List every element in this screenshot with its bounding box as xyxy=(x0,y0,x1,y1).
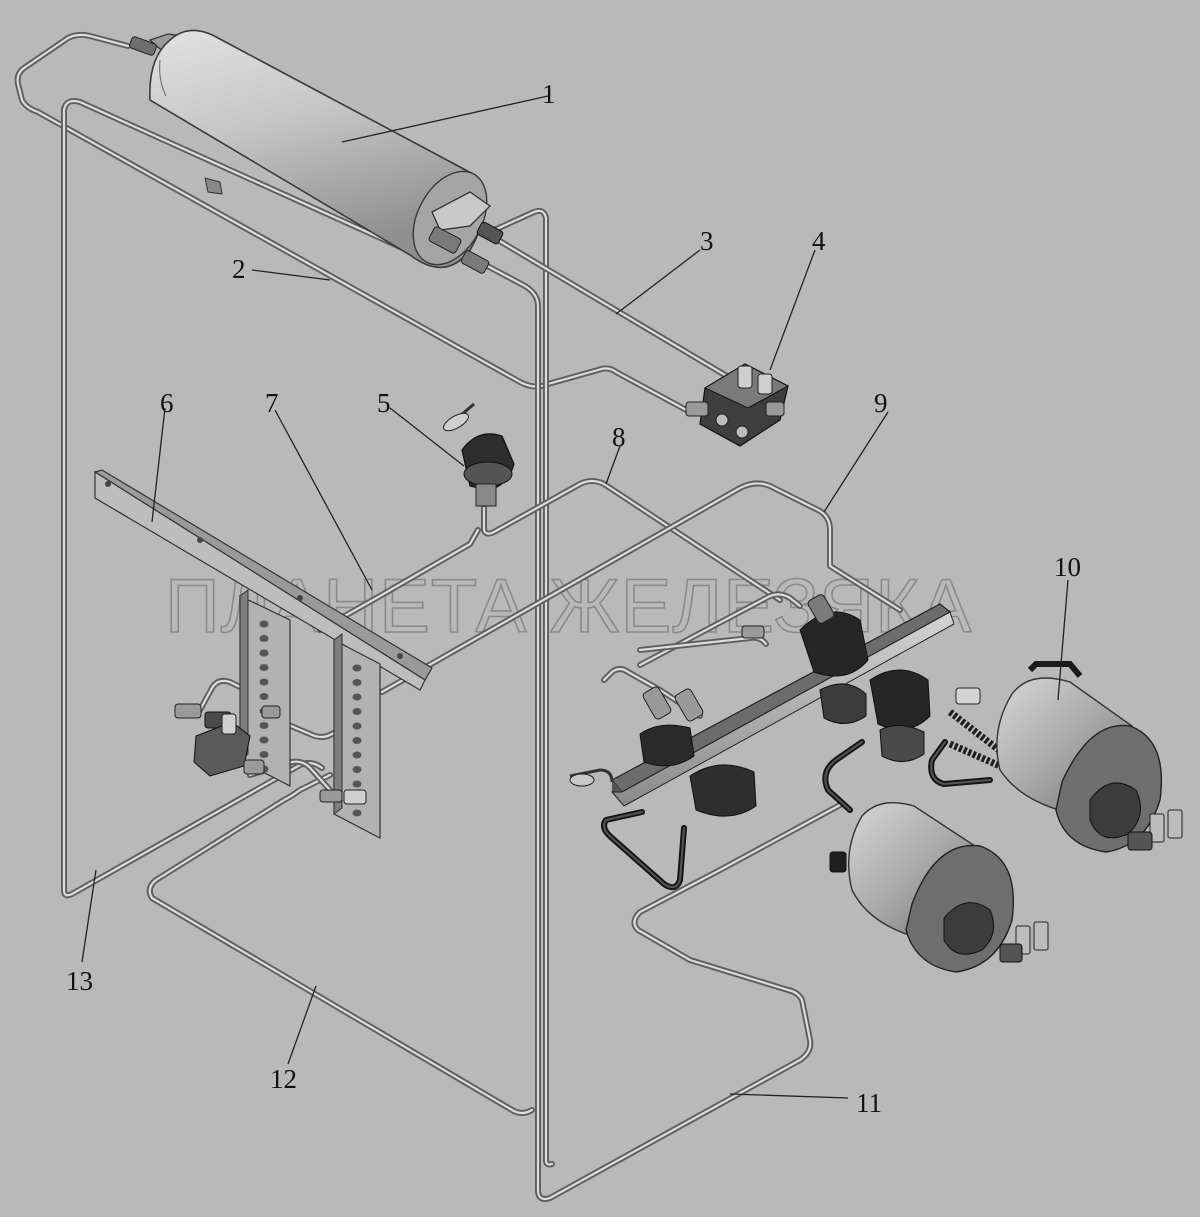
callout-11: 11 xyxy=(856,1088,882,1118)
callout-2: 2 xyxy=(232,254,246,284)
callout-3: 3 xyxy=(700,226,714,256)
callout-6: 6 xyxy=(160,388,174,418)
callout-8: 8 xyxy=(612,422,626,452)
pipe-vertical-secondary xyxy=(487,207,555,1168)
callout-1: 1 xyxy=(542,79,556,109)
plate-hole xyxy=(259,751,269,758)
plate-hole xyxy=(259,736,269,744)
protection-valve xyxy=(685,363,790,447)
plate-hole xyxy=(259,620,269,628)
plate-hole xyxy=(259,635,269,642)
pipe-3 xyxy=(495,237,733,381)
plate-hole xyxy=(352,766,362,773)
plate-hole xyxy=(352,708,362,715)
pipe-panel-links xyxy=(197,677,363,793)
plate-hole xyxy=(259,649,269,657)
leader-lines xyxy=(81,95,1069,1099)
plate-hole xyxy=(259,678,269,686)
callout-numbers: 1 2 3 4 5 6 7 8 9 10 11 12 13 xyxy=(66,79,1081,1118)
plate-hole xyxy=(352,664,362,672)
pipe-vertical-main xyxy=(477,259,843,1202)
plate-hole xyxy=(259,722,269,729)
plate-hole xyxy=(352,693,362,701)
callout-13: 13 xyxy=(66,966,93,996)
pipe-7 xyxy=(317,527,481,633)
plate-hole xyxy=(352,780,362,788)
callout-9: 9 xyxy=(874,388,888,418)
callout-12: 12 xyxy=(270,1064,297,1094)
pipe-13 xyxy=(61,98,443,899)
spring-brake-chamber-upper xyxy=(996,661,1183,853)
plate-hole xyxy=(259,664,269,671)
valve-assembly-right xyxy=(569,594,1043,891)
spring-brake-chamber-lower xyxy=(829,802,1049,973)
plate-hole xyxy=(352,722,362,730)
pipe-9 xyxy=(379,480,903,695)
plate-hole xyxy=(352,809,362,817)
left-panel-fittings xyxy=(174,703,367,805)
mounting-plate-left xyxy=(239,589,291,787)
plate-hole xyxy=(352,737,362,744)
callout-5: 5 xyxy=(377,388,391,418)
callout-10: 10 xyxy=(1054,552,1081,582)
plate-hole xyxy=(259,693,269,700)
air-receiver-tank xyxy=(129,29,504,274)
pipe-12 xyxy=(146,772,535,1116)
callout-7: 7 xyxy=(265,388,279,418)
pipe-network xyxy=(14,31,903,1202)
plate-hole xyxy=(352,751,362,759)
pipe-8 xyxy=(481,478,783,603)
plate-hole xyxy=(352,679,362,686)
callout-4: 4 xyxy=(812,226,826,256)
pipe-2 xyxy=(14,31,693,415)
parking-brake-valve xyxy=(443,402,515,507)
